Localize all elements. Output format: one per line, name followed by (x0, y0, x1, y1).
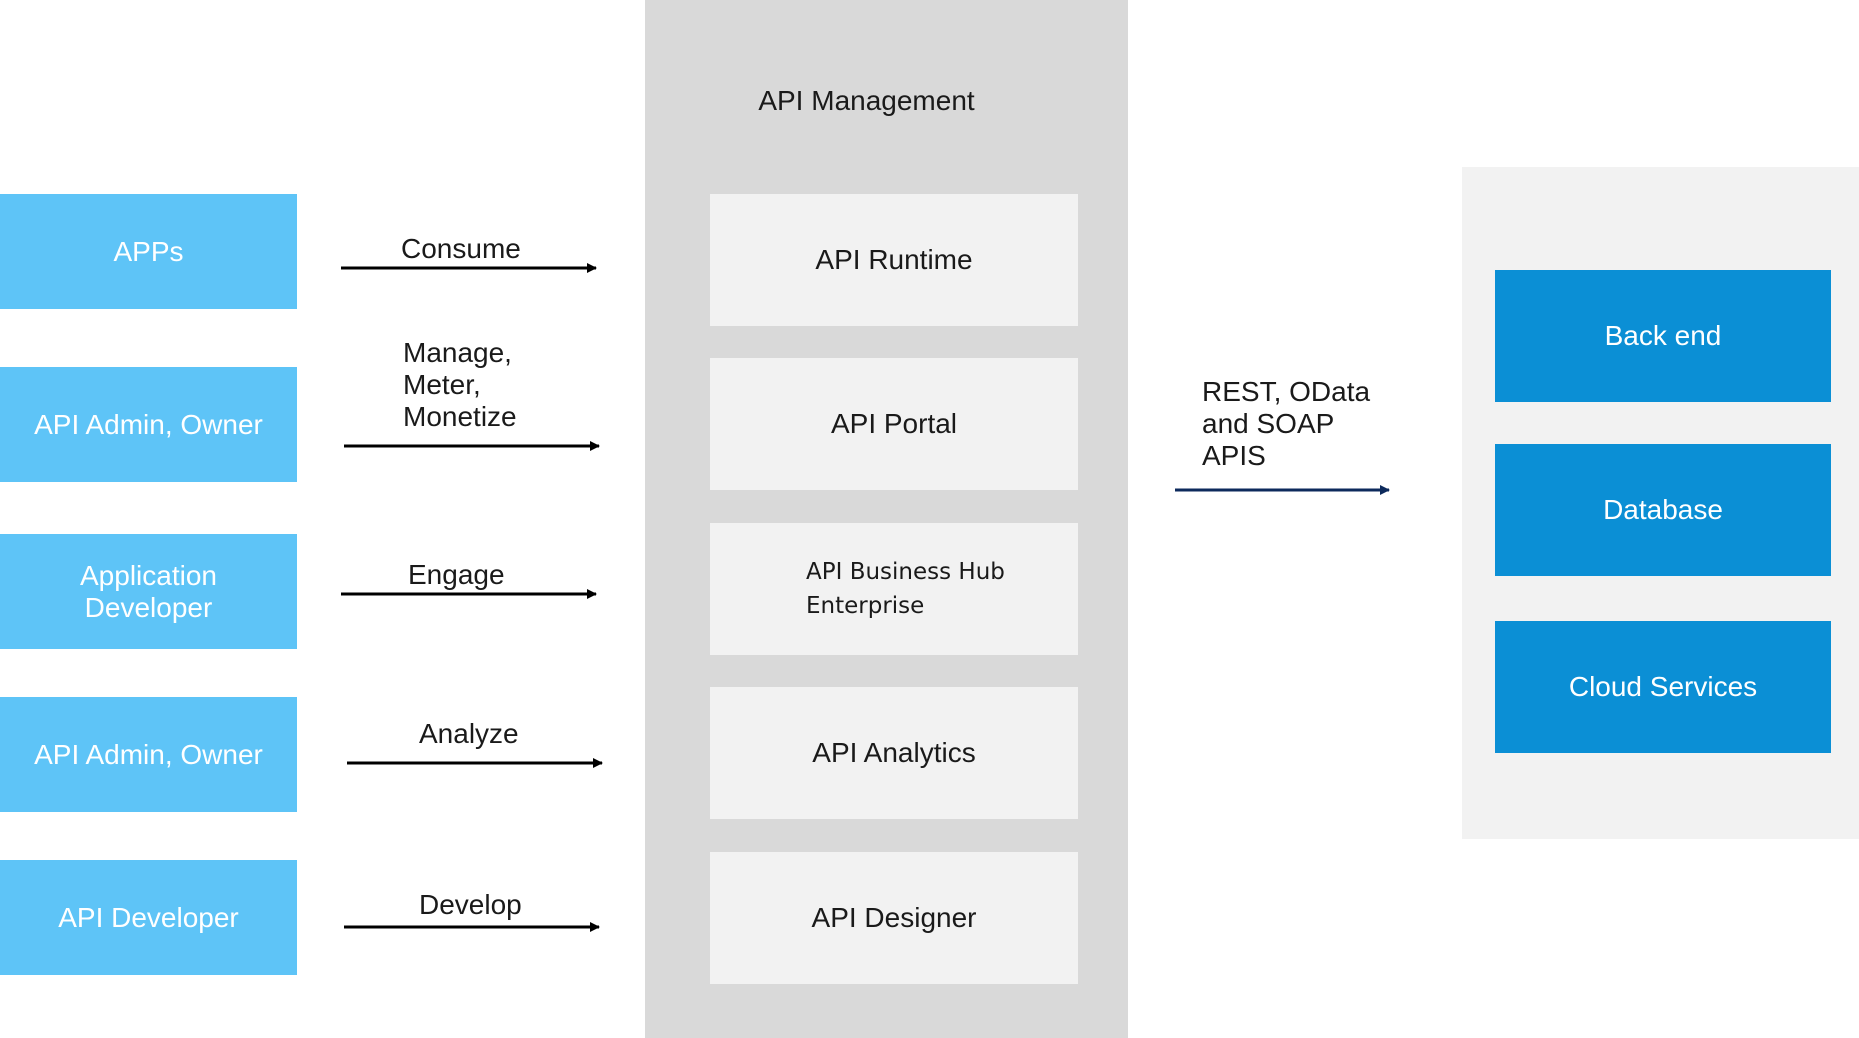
api-management-title: API Management (758, 85, 975, 116)
actor-application-developer: Application Developer (0, 534, 297, 649)
component-api-designer: API Designer (710, 852, 1078, 984)
component-api-runtime: API Runtime (710, 194, 1078, 326)
component-api-business-hub: API Business Hub Enterprise (710, 523, 1078, 655)
actor-api-developer: API Developer (0, 860, 297, 975)
component-api-portal: API Portal (710, 358, 1078, 490)
component-api-analytics: API Analytics (710, 687, 1078, 819)
target-cloud-services: Cloud Services (1495, 621, 1831, 753)
actor-api-admin-owner-2: API Admin, Owner (0, 697, 297, 812)
action-label-engage: Engage (408, 559, 505, 590)
actor-api-admin-owner-1: API Admin, Owner (0, 367, 297, 482)
action-label-analyze: Analyze (419, 718, 519, 749)
actor-apps: APPs (0, 194, 297, 309)
action-label-develop: Develop (419, 889, 522, 920)
action-label-consume: Consume (401, 233, 521, 264)
action-label-manage: Manage, Meter, Monetize (403, 337, 517, 432)
connector-label: REST, OData and SOAP APIS (1202, 376, 1371, 471)
target-database: Database (1495, 444, 1831, 576)
target-back-end: Back end (1495, 270, 1831, 402)
